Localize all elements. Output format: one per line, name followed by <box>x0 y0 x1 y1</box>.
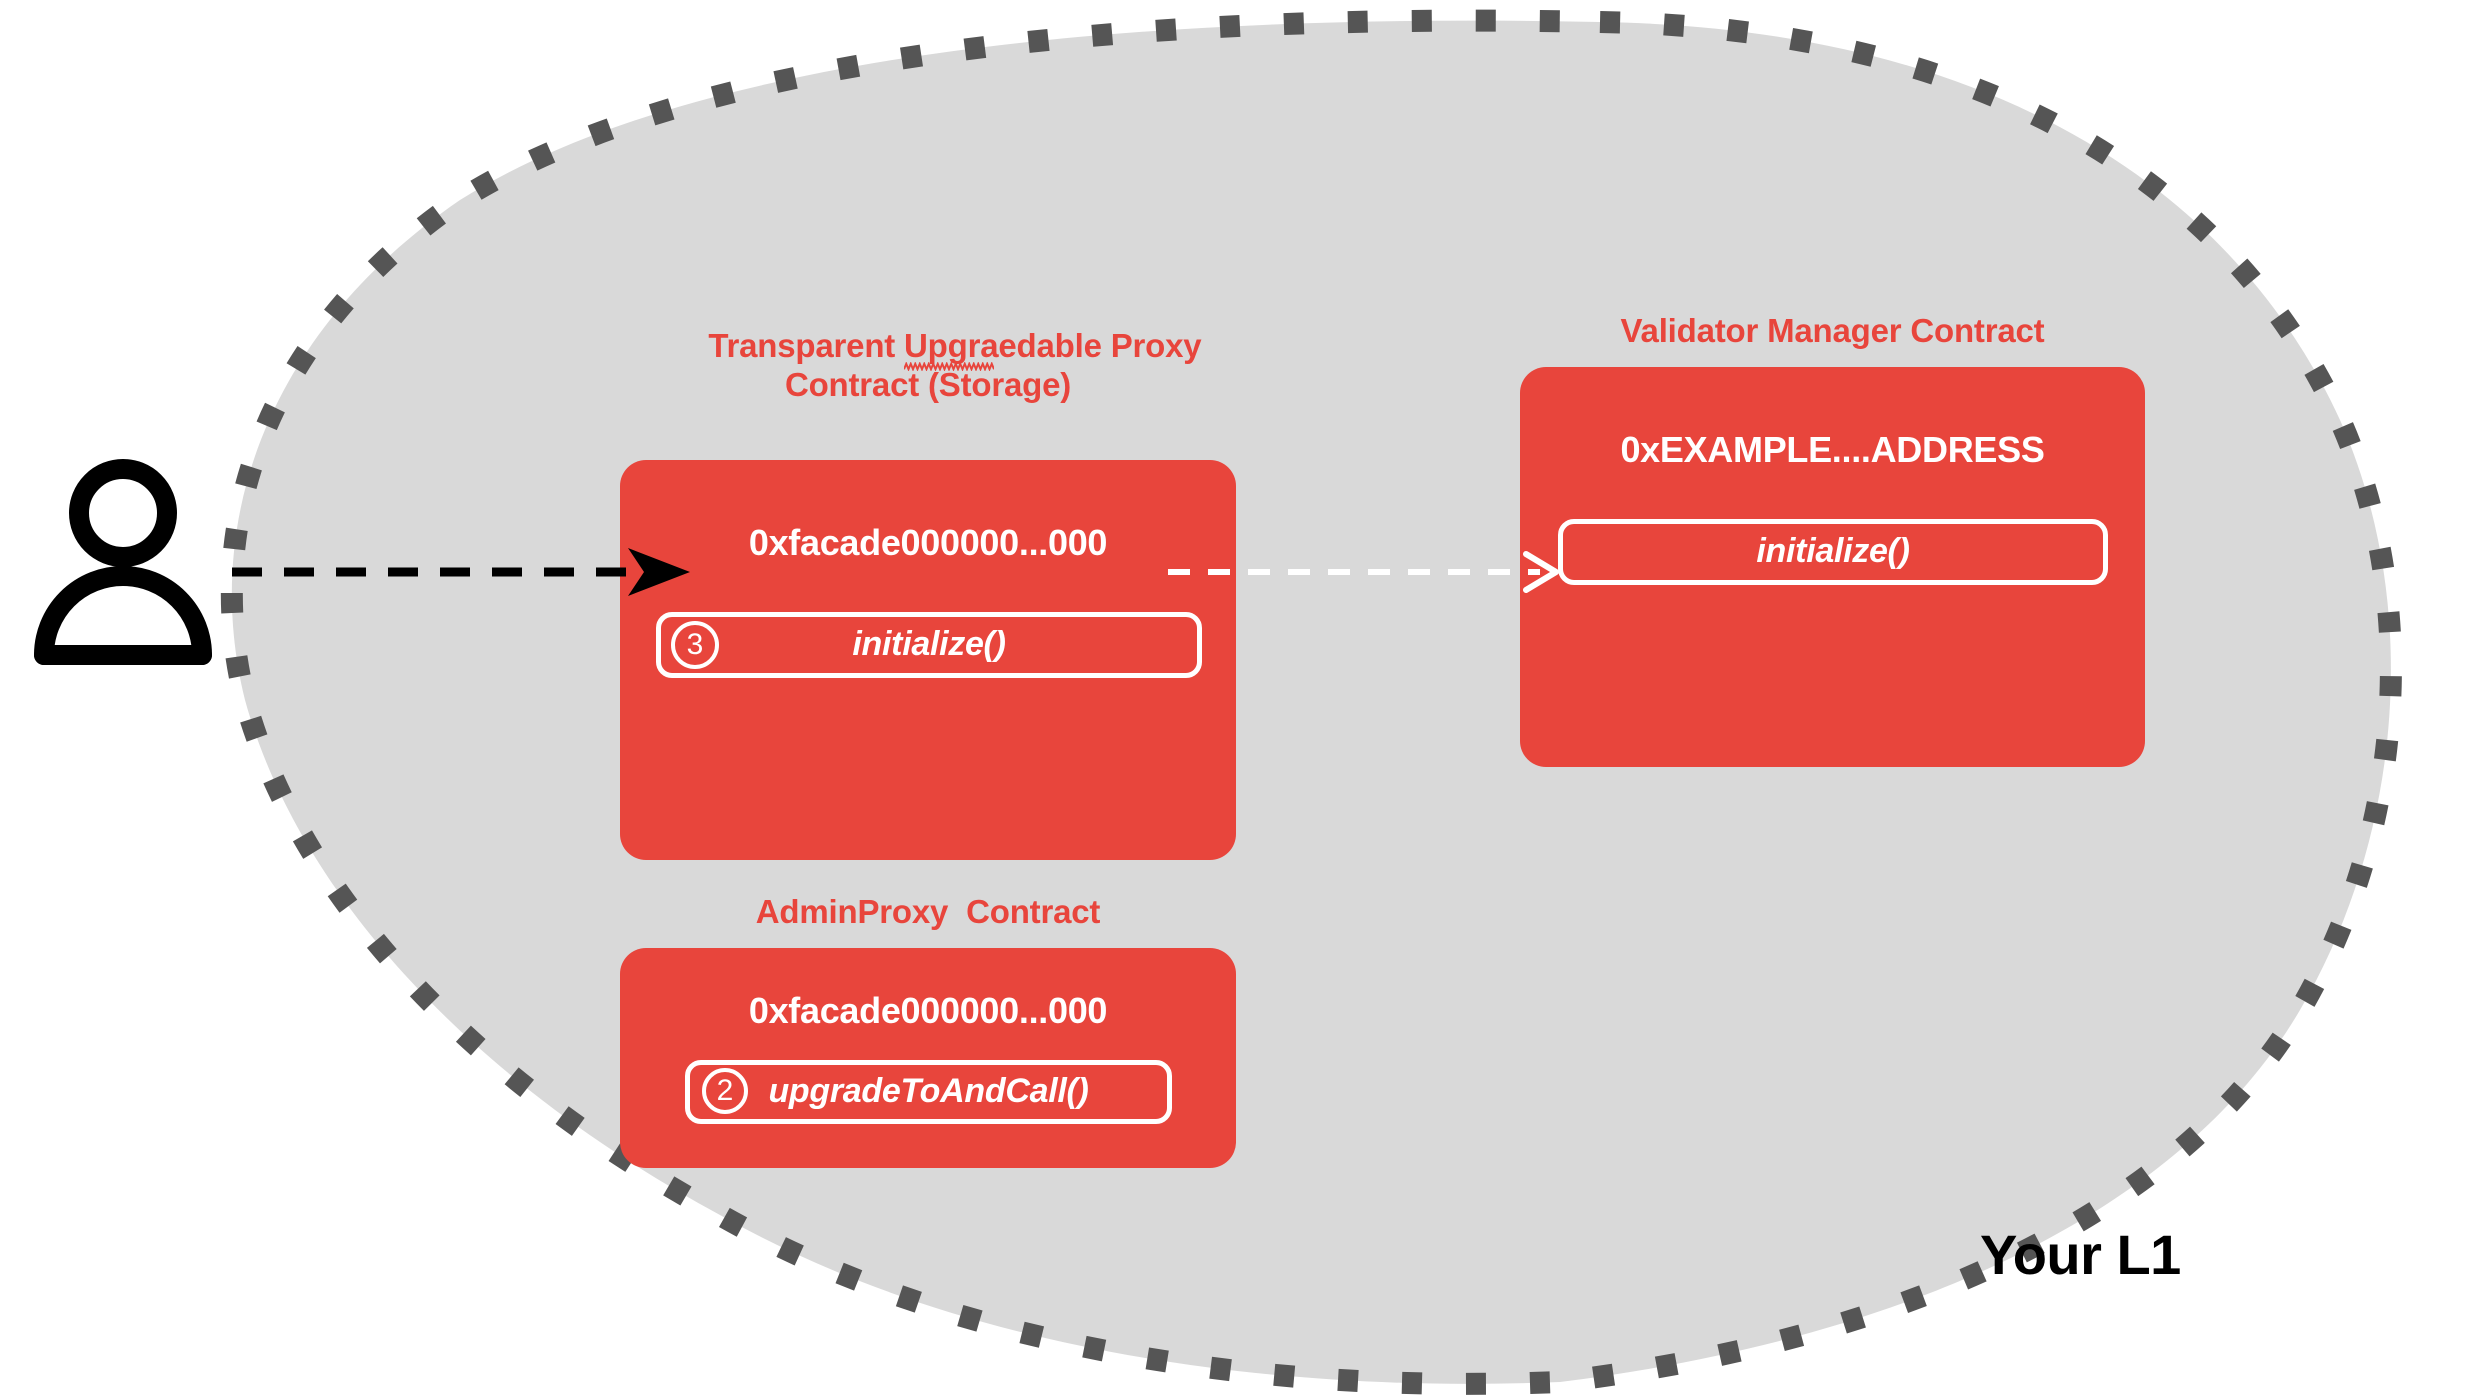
contract-group-admin-proxy: AdminProxy Contract 0xfacade000000...000… <box>620 893 1236 1168</box>
contract-address-transparent-proxy: 0xfacade000000...000 <box>748 521 1108 563</box>
step-badge-3: 3 <box>671 620 719 669</box>
contract-title-misspelled-word: Upgraedable <box>904 326 1102 364</box>
person-icon <box>34 459 212 665</box>
method-button-initialize-validator-manager[interactable]: initialize() <box>1558 518 2108 585</box>
step-badge-2: 2 <box>702 1067 748 1114</box>
contract-card-transparent-proxy[interactable]: 0xfacade000000...000 3 initialize() <box>620 459 1236 860</box>
contract-title-line2: Contract (Storage) <box>784 365 1072 403</box>
contract-card-validator-manager[interactable]: 0xEXAMPLE....ADDRESS initialize() <box>1520 366 2145 767</box>
method-label-initialize: initialize() <box>852 625 1006 664</box>
contract-card-admin-proxy[interactable]: 0xfacade000000...000 2 upgradeToAndCall(… <box>620 947 1236 1168</box>
contract-title-validator-manager: Validator Manager Contract <box>1620 312 2045 349</box>
method-label-upgrade-to-and-call: upgradeToAndCall() <box>768 1072 1089 1111</box>
contract-address-admin-proxy: 0xfacade000000...000 <box>748 989 1108 1031</box>
contract-address-validator-manager: 0xEXAMPLE....ADDRESS <box>1620 428 2045 470</box>
method-button-initialize-proxy[interactable]: 3 initialize() <box>656 611 1202 678</box>
misspelled-word-wrapper: Upgraedable <box>904 326 1102 371</box>
boundary-label-your-l1: Your L1 <box>1980 1223 2181 1286</box>
contract-title-line1-prefix: Transparent <box>708 326 905 364</box>
method-label-initialize-vm: initialize() <box>1756 532 1910 571</box>
contract-group-validator-manager: Validator Manager Contract 0xEXAMPLE....… <box>1520 312 2145 767</box>
contract-title-admin-proxy: AdminProxy Contract <box>755 893 1101 930</box>
method-button-upgrade-to-and-call[interactable]: 2 upgradeToAndCall() <box>685 1059 1172 1124</box>
contract-title-line1-suffix: Proxy <box>1101 326 1202 364</box>
